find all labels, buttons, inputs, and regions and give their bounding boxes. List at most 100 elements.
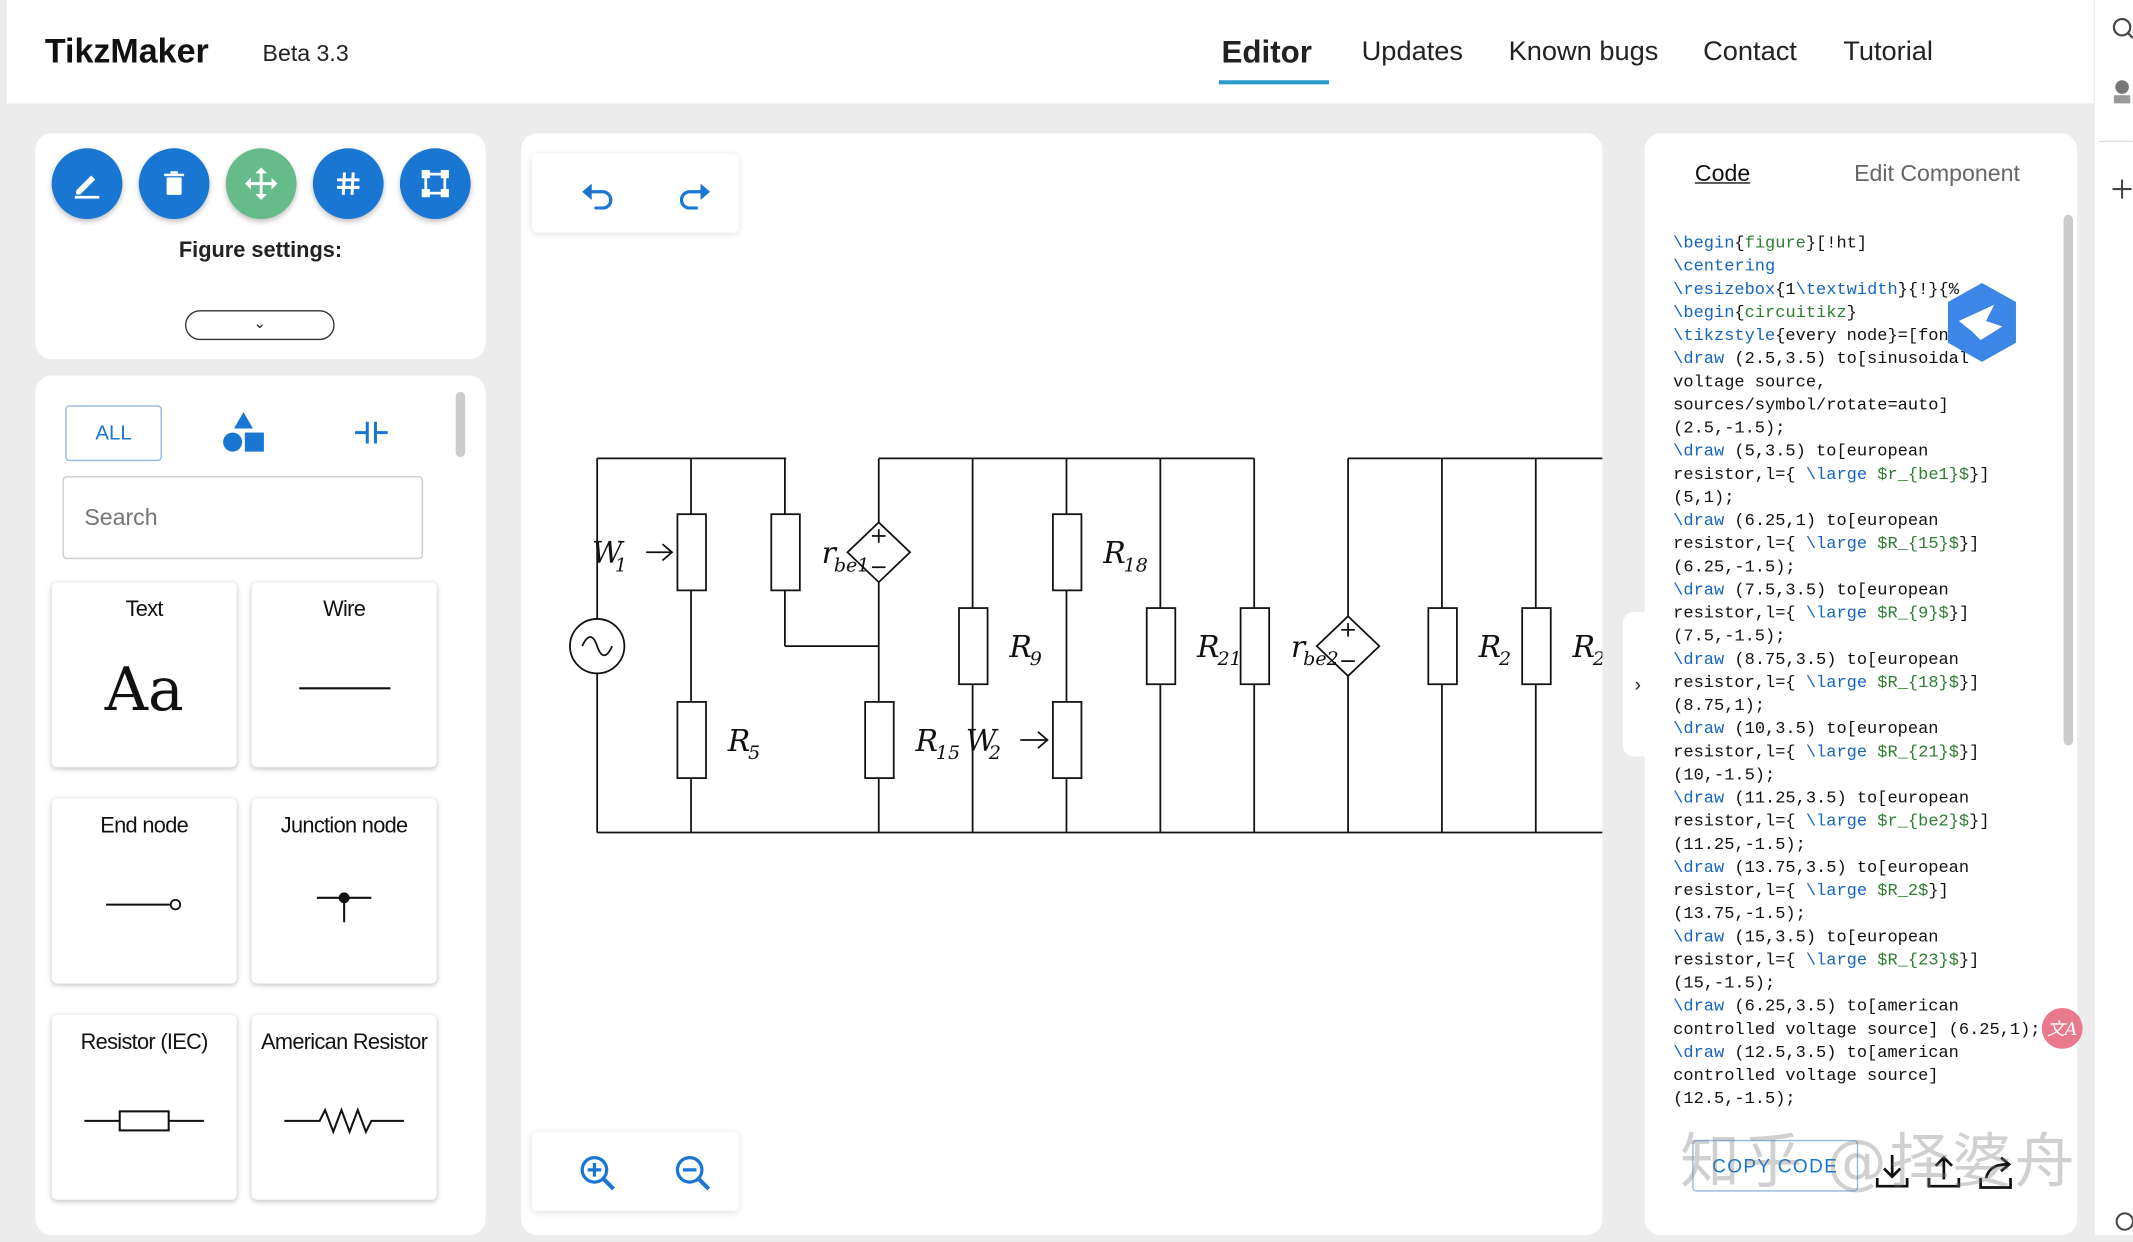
component-label: Resistor (IEC): [80, 1031, 209, 1055]
chevron-down-icon: ⌄: [253, 315, 267, 332]
code-line: \draw (7.5,3.5) to[european: [1673, 580, 1949, 600]
code-line: (8.75,1);: [1673, 696, 1766, 716]
redo-icon[interactable]: [676, 180, 711, 210]
svg-text:文A: 文A: [2047, 1020, 2077, 1040]
resistor-iec-icon: [84, 1110, 205, 1132]
translate-icon[interactable]: 文A: [2040, 1007, 2084, 1051]
undo-icon[interactable]: [581, 180, 616, 210]
hash-icon: [337, 172, 360, 195]
edit-button[interactable]: [51, 148, 123, 220]
component-card-junction-node[interactable]: Junction node: [251, 798, 437, 984]
zoom-toolbar: [531, 1131, 739, 1211]
select-area-button[interactable]: [399, 148, 471, 220]
nav-known-bugs[interactable]: Known bugs: [1508, 36, 1659, 67]
label-r5-sub: 5: [748, 742, 760, 764]
category-all-button[interactable]: ALL: [65, 405, 162, 462]
label-r15-sub: 15: [936, 742, 960, 764]
component-label: End node: [100, 814, 189, 838]
figure-settings-dropdown[interactable]: ⌄: [185, 310, 335, 341]
upload-icon[interactable]: [1923, 1151, 1964, 1192]
label-rbe1-main: r: [822, 536, 838, 571]
code-line: \draw (6.25,3.5) to[american: [1673, 997, 1959, 1017]
component-card-american-resistor[interactable]: American Resistor: [251, 1014, 437, 1200]
tab-edit-component[interactable]: Edit Component: [1854, 160, 2020, 187]
shapes-category-icon[interactable]: [220, 411, 266, 455]
code-line: \draw (11.25,3.5) to[european: [1673, 788, 1970, 809]
download-icon[interactable]: [1872, 1151, 1913, 1192]
library-scrollbar[interactable]: [455, 391, 466, 458]
code-line: controlled voltage source]: [1673, 1066, 1939, 1086]
component-card-end-node[interactable]: End node: [51, 798, 237, 984]
code-line: resistor,l={ \large $r_{be2}$}]: [1673, 812, 1990, 832]
share-icon[interactable]: [1975, 1151, 2019, 1192]
code-line: \begin{figure}[!ht]: [1673, 233, 1868, 254]
label-r9-sub: 9: [1030, 648, 1042, 670]
capacitor-category-icon[interactable]: [352, 416, 390, 449]
nav-tutorial[interactable]: Tutorial: [1843, 36, 1933, 67]
copy-code-button[interactable]: COPY CODE: [1692, 1139, 1859, 1192]
code-line: resistor,l={ \large $R_{23}$}]: [1673, 950, 1980, 970]
delete-button[interactable]: [138, 148, 210, 220]
canvas-panel[interactable]: W 1 r be1 R 18 R 9 R 21 r be2 R 2 R 2 R …: [520, 133, 1603, 1236]
component-label: Junction node: [280, 814, 408, 838]
tab-code[interactable]: Code: [1694, 160, 1751, 187]
code-line: \draw (6.25,1) to[european: [1673, 511, 1939, 531]
code-scrollbar[interactable]: [2063, 214, 2074, 746]
code-line: (6.25,-1.5);: [1673, 557, 1796, 577]
zoom-in-icon[interactable]: [578, 1154, 616, 1192]
component-card-text[interactable]: Text Aa: [51, 582, 237, 768]
label-r5-main: R: [727, 724, 751, 759]
component-search-input[interactable]: [62, 476, 424, 560]
american-resistor-icon: [284, 1107, 405, 1135]
junction-node-icon: [316, 892, 372, 923]
code-line: \draw (2.5,3.5) to[sinusoidal: [1673, 349, 1970, 369]
component-card-resistor-iec[interactable]: Resistor (IEC): [51, 1014, 237, 1200]
label-r21-main: R: [1196, 630, 1220, 665]
label-r2-main: R: [1478, 630, 1502, 665]
code-line: resistor,l={ \large $R_{15}$}]: [1673, 534, 1980, 554]
nav-editor[interactable]: Editor: [1221, 34, 1312, 70]
code-line: (13.75,-1.5);: [1673, 904, 1806, 924]
code-panel: Code Edit Component \begin{figure}[!ht] …: [1644, 133, 2078, 1236]
bird-assistant-icon[interactable]: [1940, 280, 2024, 364]
code-line: \begin{circuitikz}: [1673, 303, 1857, 323]
label-r18-sub: 18: [1124, 554, 1148, 576]
label-r21-sub: 21: [1216, 648, 1241, 670]
zoom-out-icon[interactable]: [673, 1154, 711, 1192]
circuit-diagram[interactable]: W 1 r be1 R 18 R 9 R 21 r be2 R 2 R 2 R …: [521, 133, 1602, 1235]
latex-code-block[interactable]: \begin{figure}[!ht] \centering \resizebo…: [1673, 233, 2043, 1117]
component-card-wire[interactable]: Wire: [251, 582, 437, 768]
move-button[interactable]: [225, 148, 297, 220]
label-rbe1-sub: be1: [834, 554, 870, 576]
pencil-icon: [74, 175, 100, 199]
code-line: (2.5,-1.5);: [1673, 418, 1786, 439]
nav-updates[interactable]: Updates: [1361, 36, 1464, 67]
code-line: resistor,l={ \large $R_{21}$}]: [1673, 742, 1980, 762]
code-line: (12.5,-1.5);: [1673, 1089, 1796, 1109]
code-line: \draw (15,3.5) to[european: [1673, 927, 1939, 947]
wire-icon: [299, 687, 391, 690]
label-w1-main: W: [592, 536, 625, 571]
code-line: voltage source,: [1673, 372, 1827, 392]
code-line: \draw (10,3.5) to[european: [1673, 719, 1939, 739]
code-line: resistor,l={ \large $R_{9}$}]: [1673, 603, 1970, 624]
app-logo[interactable]: TikzMaker: [44, 32, 209, 71]
label-r23-main: R: [1572, 630, 1596, 665]
browser-side-strip: [2094, 0, 2133, 1236]
browser-side-icons: [2098, 17, 2133, 1231]
code-line: \draw (5,3.5) to[european: [1673, 442, 1929, 462]
component-label: American Resistor: [261, 1031, 428, 1055]
label-r23-sub: 2: [1592, 648, 1603, 670]
label-w2-main: W: [966, 724, 999, 759]
move-icon: [244, 167, 278, 200]
label-r15-main: R: [914, 724, 938, 759]
code-line: resistor,l={ \large $r_{be1}$}]: [1673, 465, 1990, 485]
grid-button[interactable]: [312, 148, 384, 220]
code-line: (7.5,-1.5);: [1673, 627, 1786, 647]
nav-contact[interactable]: Contact: [1703, 36, 1797, 67]
code-line: sources/symbol/rotate=auto]: [1673, 395, 1949, 415]
component-label: Wire: [323, 598, 366, 622]
end-node-icon: [106, 898, 182, 911]
code-line: \draw (13.75,3.5) to[european: [1673, 858, 1970, 878]
figure-settings-label: Figure settings:: [178, 239, 343, 263]
